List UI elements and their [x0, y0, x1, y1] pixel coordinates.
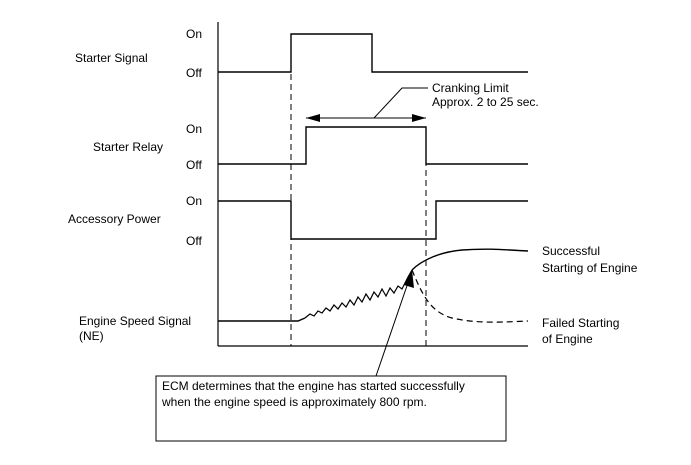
failed-start-curve [411, 269, 529, 323]
cranking-limit-leader [373, 87, 428, 119]
engine-speed-ramp-curve [304, 269, 413, 319]
cranking-limit-label: Cranking Limit [432, 81, 509, 95]
starter-relay-on-label: On [186, 122, 202, 136]
cranking-arrow-left-head [306, 114, 320, 122]
accessory-power-on-label: On [186, 194, 202, 208]
starter-relay-off-label: Off [186, 158, 202, 172]
accessory-power-waveform [218, 200, 528, 240]
starter-relay-label: Starter Relay [93, 140, 163, 154]
successful-start-label-line2: Starting of Engine [542, 261, 638, 275]
failed-start-label-line1: Failed Starting [542, 316, 619, 330]
starter-signal-on-label: On [186, 27, 202, 41]
starter-signal-off-label: Off [186, 66, 202, 80]
callout-text-line1: ECM determines that the engine has start… [162, 379, 465, 393]
engine-speed-base-curve [218, 317, 306, 322]
callout-box [155, 375, 507, 442]
failed-start-label-line2: of Engine [542, 332, 593, 346]
cranking-arrow-right-head [412, 114, 426, 122]
accessory-power-label: Accessory Power [68, 212, 161, 226]
cranking-limit-duration: Approx. 2 to 25 sec. [432, 95, 539, 109]
starter-signal-label: Starter Signal [75, 51, 148, 65]
starter-signal-waveform [218, 33, 528, 73]
callout-pointer-line [375, 273, 412, 377]
callout-pointer-head [404, 270, 414, 288]
accessory-power-off-label: Off [186, 234, 202, 248]
callout-text-line2: when the engine speed is approximately 8… [161, 395, 427, 409]
engine-speed-label: Engine Speed Signal [79, 314, 191, 328]
engine-speed-label-ne: (NE) [79, 329, 104, 343]
successful-start-label-line1: Successful [542, 244, 600, 258]
successful-start-curve [411, 248, 529, 271]
starter-relay-waveform [218, 126, 528, 165]
